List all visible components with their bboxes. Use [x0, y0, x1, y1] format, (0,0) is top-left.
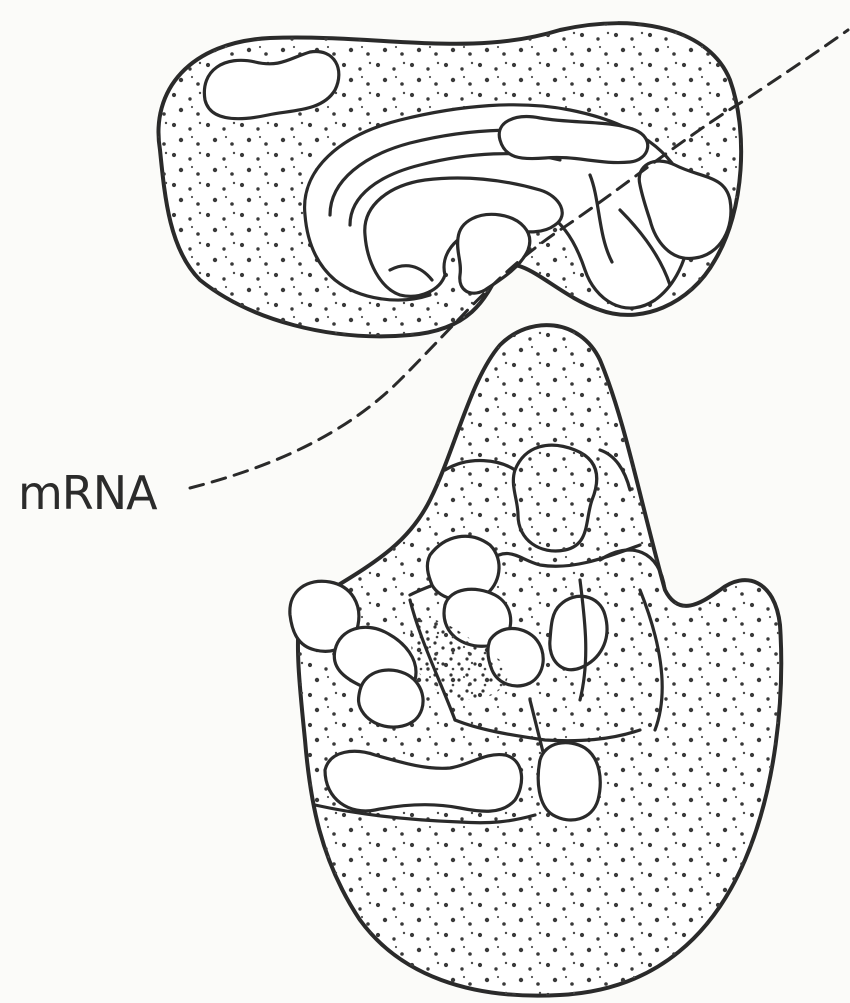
- small-subunit: [158, 23, 741, 336]
- mrna-label: mRNA: [18, 470, 157, 516]
- large-subunit-lobe-b: [538, 743, 600, 820]
- large-subunit: [290, 325, 781, 996]
